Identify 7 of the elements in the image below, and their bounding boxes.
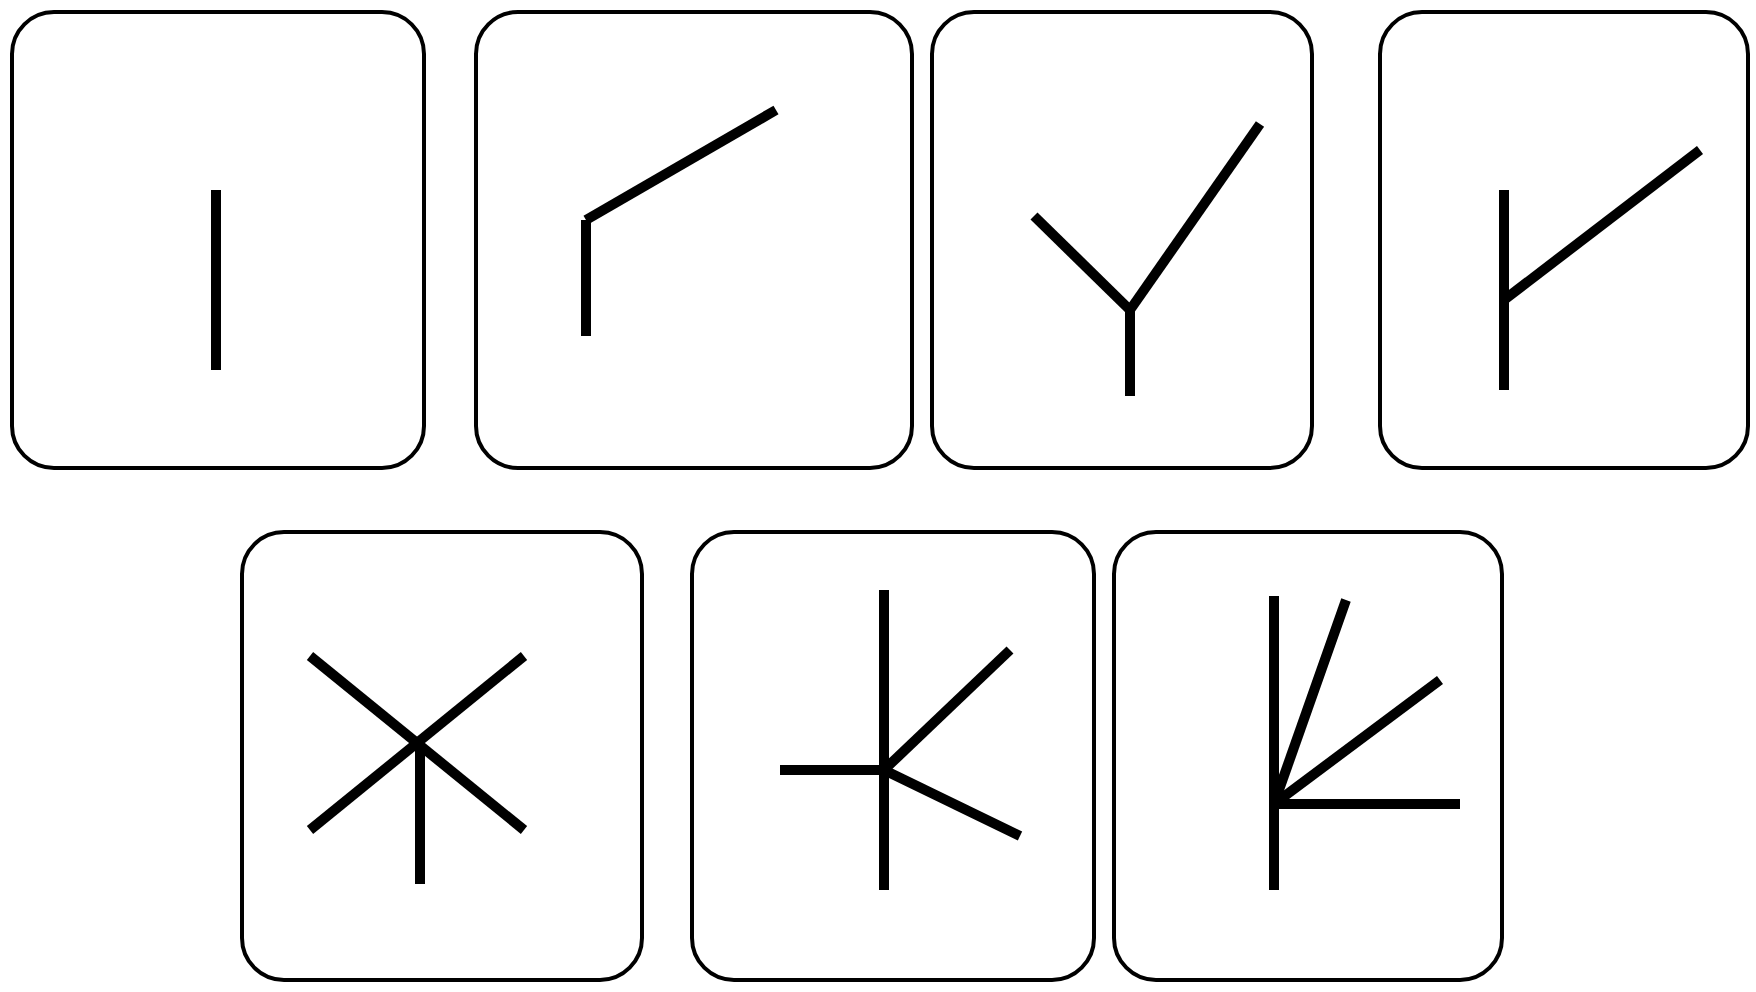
- figure-panel: [1378, 10, 1750, 470]
- figure-panel: [10, 10, 426, 470]
- figure-panel: [930, 10, 1314, 470]
- figure-panel: [690, 530, 1096, 982]
- figure-panel: [240, 530, 644, 982]
- figure-panel: [474, 10, 914, 470]
- figure-panel: [1112, 530, 1504, 982]
